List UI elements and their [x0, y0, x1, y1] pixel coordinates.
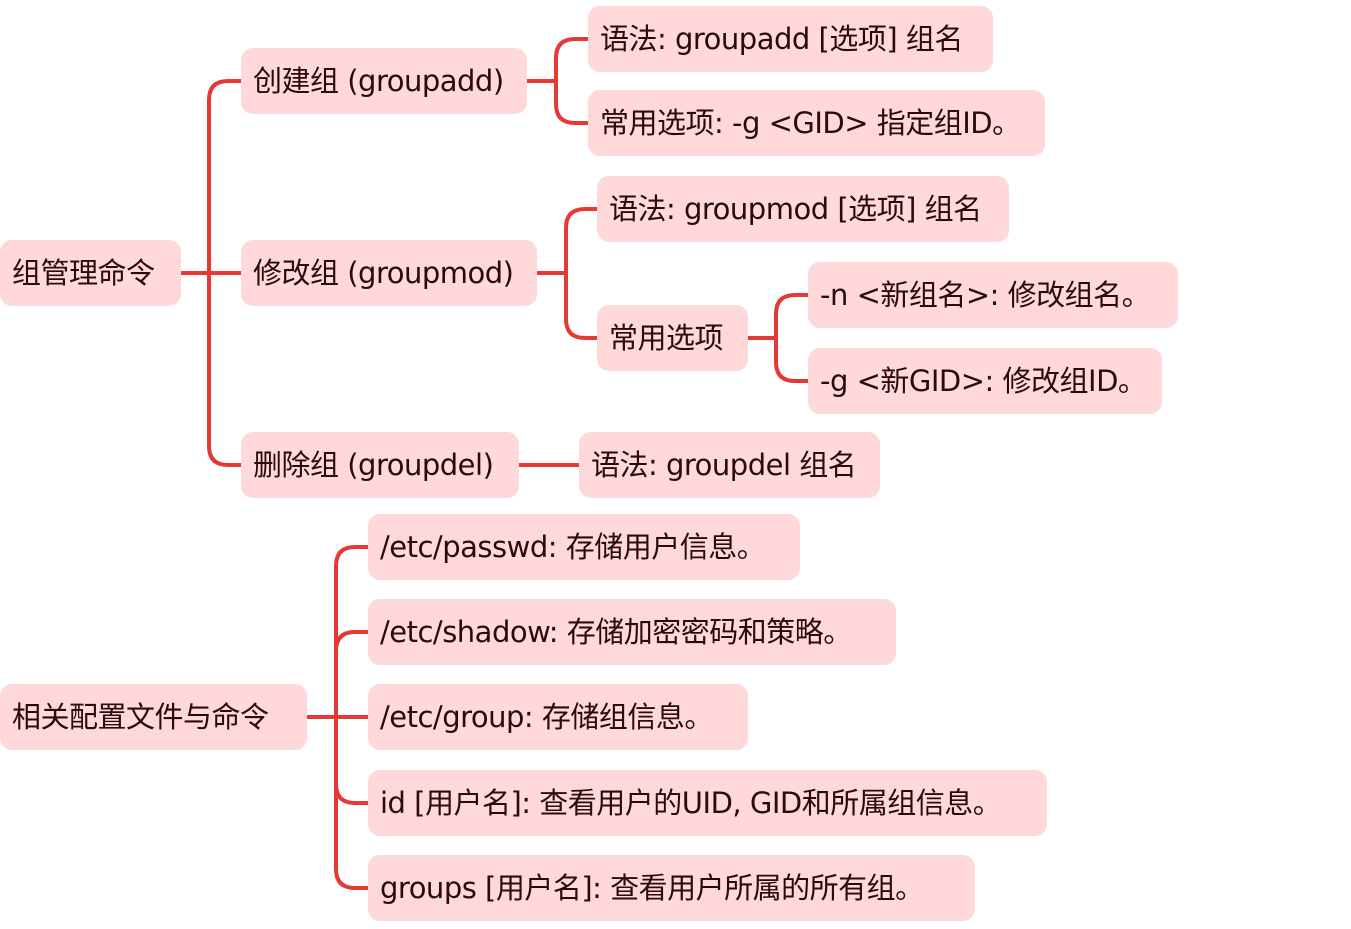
connector-root-to-create [207, 79, 243, 275]
node-modify-options: 常用选项 [597, 305, 748, 371]
node-etc-passwd: /etc/passwd: 存储用户信息。 [368, 514, 800, 580]
node-modify-syntax: 语法: groupmod [选项] 组名 [597, 176, 1009, 242]
node-etc-group: /etc/group: 存储组信息。 [368, 684, 748, 750]
node-delete-group: 删除组 (groupdel) [241, 432, 519, 498]
connector-root2-to-item-2 [334, 630, 370, 719]
node-create-group: 创建组 (groupadd) [241, 48, 527, 114]
connector-root-to-delete [207, 271, 243, 467]
connector-root2-to-item-5 [334, 715, 370, 890]
node-id-command: id [用户名]: 查看用户的UID, GID和所属组信息。 [368, 770, 1047, 836]
node-groups-command: groups [用户名]: 查看用户所属的所有组。 [368, 855, 975, 921]
connector-options-to-n [774, 293, 810, 340]
root-node-group-management: 组管理命令 [0, 240, 181, 306]
connector-root2-to-item-4 [334, 715, 370, 805]
connector-modify-to-syntax [564, 207, 599, 275]
root-node-config-files: 相关配置文件与命令 [0, 684, 307, 750]
node-delete-syntax: 语法: groupdel 组名 [579, 432, 880, 498]
connector-modify-to-options [564, 271, 599, 340]
connector-options-to-g [774, 336, 810, 383]
node-create-option: 常用选项: -g <GID> 指定组ID。 [588, 90, 1045, 156]
node-modify-group: 修改组 (groupmod) [241, 240, 537, 306]
connector-root2-to-item-1 [334, 545, 370, 719]
node-etc-shadow: /etc/shadow: 存储加密密码和策略。 [368, 599, 896, 665]
node-create-syntax: 语法: groupadd [选项] 组名 [588, 6, 993, 72]
connector-create-to-option [554, 79, 590, 125]
node-modify-option-g: -g <新GID>: 修改组ID。 [808, 348, 1162, 414]
connector-create-to-syntax [554, 37, 590, 83]
node-modify-option-n: -n <新组名>: 修改组名。 [808, 262, 1178, 328]
